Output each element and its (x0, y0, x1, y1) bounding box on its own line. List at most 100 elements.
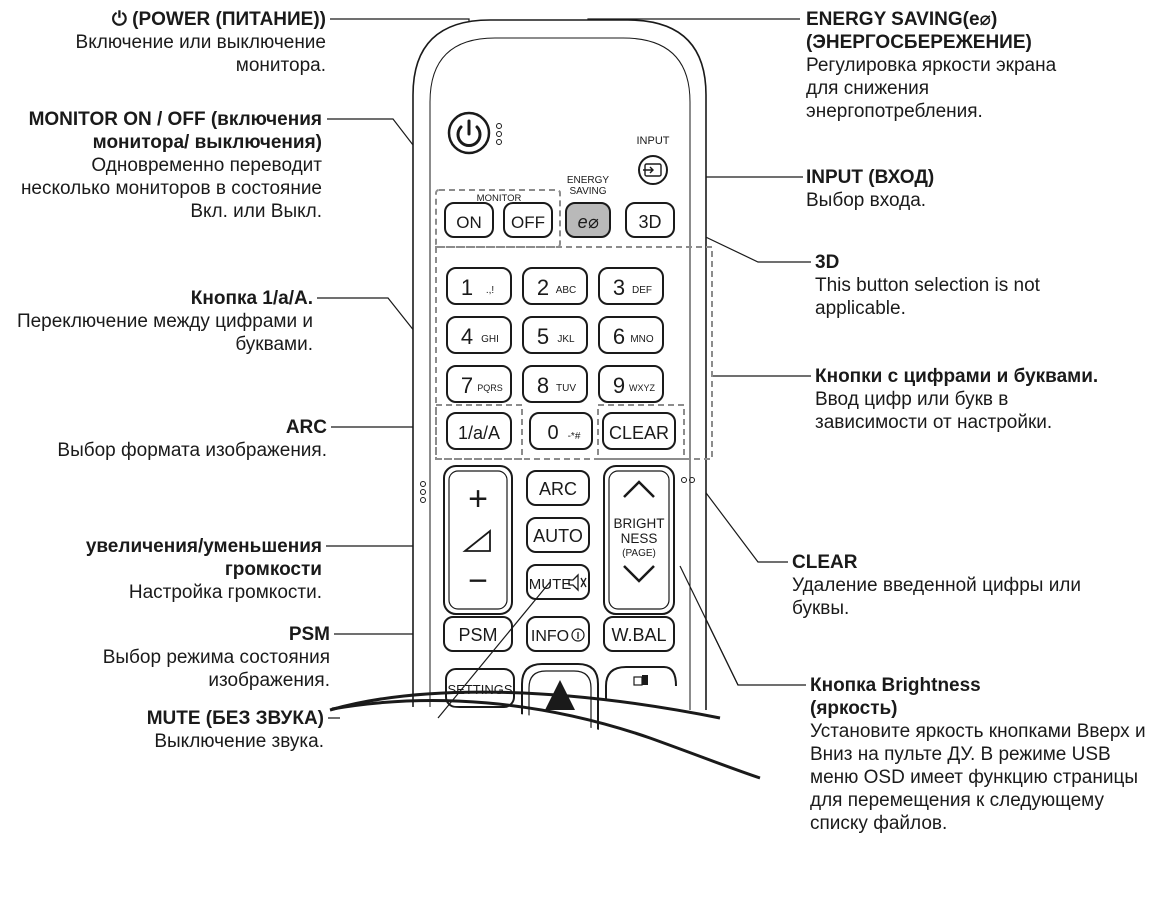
number-key-2-main: 2 (537, 275, 549, 300)
clear-label: CLEAR (609, 423, 669, 443)
info-icon (571, 628, 585, 642)
key-1aA-label: 1/a/A (458, 423, 500, 443)
psm-button[interactable]: PSM (443, 616, 513, 652)
3d-title: 3D (815, 252, 840, 273)
number-key-8-main: 8 (537, 373, 549, 398)
number-key-5-sub: JKL (557, 334, 575, 345)
number-key-2-sub: ABC (556, 285, 577, 296)
energy-desc: Регулировка яркости экрана для снижения … (806, 55, 1057, 122)
number-key-4-main: 4 (461, 324, 473, 349)
bright-label-1: BRIGHT (613, 516, 664, 531)
label-mute: MUTE (БЕЗ ЗВУКА) Выключение звука. (0, 707, 324, 753)
number-key-1-main: 1 (461, 275, 473, 300)
number-key-8-sub: TUV (556, 383, 576, 394)
clear-outline (597, 404, 685, 460)
number-key-1[interactable]: 1.,! (446, 267, 512, 305)
volume-plus: + (468, 480, 488, 518)
label-brightness: Кнопка Brightness (яркость) Установите я… (810, 674, 1155, 835)
number-key-4[interactable]: 4 GHI (446, 316, 512, 354)
psm-label: PSM (458, 625, 497, 645)
key-1aA-button[interactable]: 1/a/A (446, 412, 512, 450)
brightness-down-icon (623, 565, 655, 583)
number-key-9-main: 9 (613, 373, 625, 398)
number-key-6-main: 6 (613, 324, 625, 349)
power-desc: Включение или выключение монитора. (75, 32, 326, 76)
input-desc: Выбор входа. (806, 190, 927, 211)
arc-button[interactable]: ARC (526, 470, 590, 506)
mute-speaker-icon (568, 573, 587, 592)
energy-saving-button[interactable]: e⌀ (565, 202, 611, 238)
label-3d: 3D This button selection is not applicab… (815, 251, 1095, 320)
on-label: ON (456, 213, 482, 232)
monitor-off-button[interactable]: OFF (503, 202, 553, 238)
digits-desc: Ввод цифр или букв в зависимости от наст… (815, 389, 1053, 433)
label-input: INPUT (ВХОД) Выбор входа. (806, 166, 1146, 212)
clear-button[interactable]: CLEAR (602, 412, 676, 450)
power-led-dots (496, 123, 502, 145)
brightness-title: Кнопка Brightness (яркость) (810, 675, 981, 719)
psm-title: PSM (288, 624, 330, 645)
wbal-button[interactable]: W.BAL (603, 616, 675, 652)
key1aA-title: Кнопка 1/a/A. (190, 288, 313, 309)
keypad-outline (435, 246, 713, 460)
info-button[interactable]: INFO (526, 616, 590, 652)
3d-button[interactable]: 3D (625, 202, 675, 238)
number-key-3-main: 3 (613, 275, 625, 300)
psm-desc: Выбор режима состояния изображения. (102, 647, 330, 691)
partial-button-right[interactable] (605, 666, 677, 700)
wbal-label: W.BAL (611, 625, 666, 645)
key-0-sub: -*# (568, 431, 581, 442)
number-key-8[interactable]: 8 TUV (522, 365, 588, 403)
mute-desc: Выключение звука. (154, 731, 324, 752)
arc-label: ARC (539, 479, 577, 499)
number-key-9-sub: WXYZ (629, 383, 656, 393)
info-label: INFO (531, 628, 569, 645)
3d-label: 3D (638, 212, 661, 232)
number-key-2[interactable]: 2 ABC (522, 267, 588, 305)
brightness-desc: Установите яркость кнопками Вверх и Вниз… (810, 721, 1146, 834)
volume-dots (420, 481, 426, 503)
monitor-desc: Одновременно переводит несколько монитор… (20, 155, 322, 222)
input-button[interactable] (638, 155, 668, 185)
energy-caption: ENERGY (567, 175, 610, 186)
monitor-on-button[interactable]: ON (444, 202, 494, 238)
power-button[interactable] (447, 111, 491, 155)
mute-title: MUTE (БЕЗ ЗВУКА) (146, 708, 324, 729)
number-key-1-sub: .,! (486, 285, 494, 296)
bright-label-2: NESS (621, 531, 658, 546)
number-key-9[interactable]: 9 WXYZ (598, 365, 664, 403)
auto-label: AUTO (533, 526, 583, 546)
mute-button[interactable]: MUTE (526, 564, 590, 600)
label-1aA: Кнопка 1/a/A. Переключение между цифрами… (0, 287, 313, 356)
key-0-button[interactable]: 0 -*# (529, 412, 593, 450)
label-arc: ARC Выбор формата изображения. (0, 416, 327, 462)
number-key-7-main: 7 (461, 373, 473, 398)
clear-desc: Удаление введенной цифры или буквы. (792, 575, 1082, 619)
label-clear: CLEAR Удаление введенной цифры или буквы… (792, 551, 1142, 620)
monitor-title: MONITOR ON / OFF (включения монитора/ вы… (28, 109, 322, 153)
saving-caption: SAVING (569, 186, 606, 197)
number-key-4-sub: GHI (481, 334, 499, 345)
label-digits: Кнопки с цифрами и буквами. Ввод цифр ил… (815, 365, 1115, 434)
auto-button[interactable]: AUTO (526, 517, 590, 553)
label-volume: увеличения/уменьшения громкости Настройк… (0, 535, 322, 604)
energy-key-label: e⌀ (578, 212, 599, 232)
number-key-5[interactable]: 5 JKL (522, 316, 588, 354)
clear-title: CLEAR (792, 552, 858, 573)
input-title: INPUT (ВХОД) (806, 167, 935, 188)
volume-minus: − (468, 562, 488, 600)
brightness-rocker[interactable]: BRIGHT NESS (PAGE) (603, 465, 675, 615)
volume-desc: Настройка громкости. (128, 582, 322, 603)
label-psm: PSM Выбор режима состояния изображения. (0, 623, 330, 692)
volume-icon (462, 529, 491, 552)
number-key-5-main: 5 (537, 324, 549, 349)
monitor-caption: MONITOR (477, 193, 522, 204)
volume-rocker[interactable]: + − (443, 465, 513, 615)
off-label: OFF (511, 213, 545, 232)
label-energy: ENERGY SAVING(e⌀) (ЭНЕРГОСБЕРЕЖЕНИЕ) Рег… (806, 8, 1151, 123)
digits-title: Кнопки с цифрами и буквами. (815, 366, 1099, 387)
